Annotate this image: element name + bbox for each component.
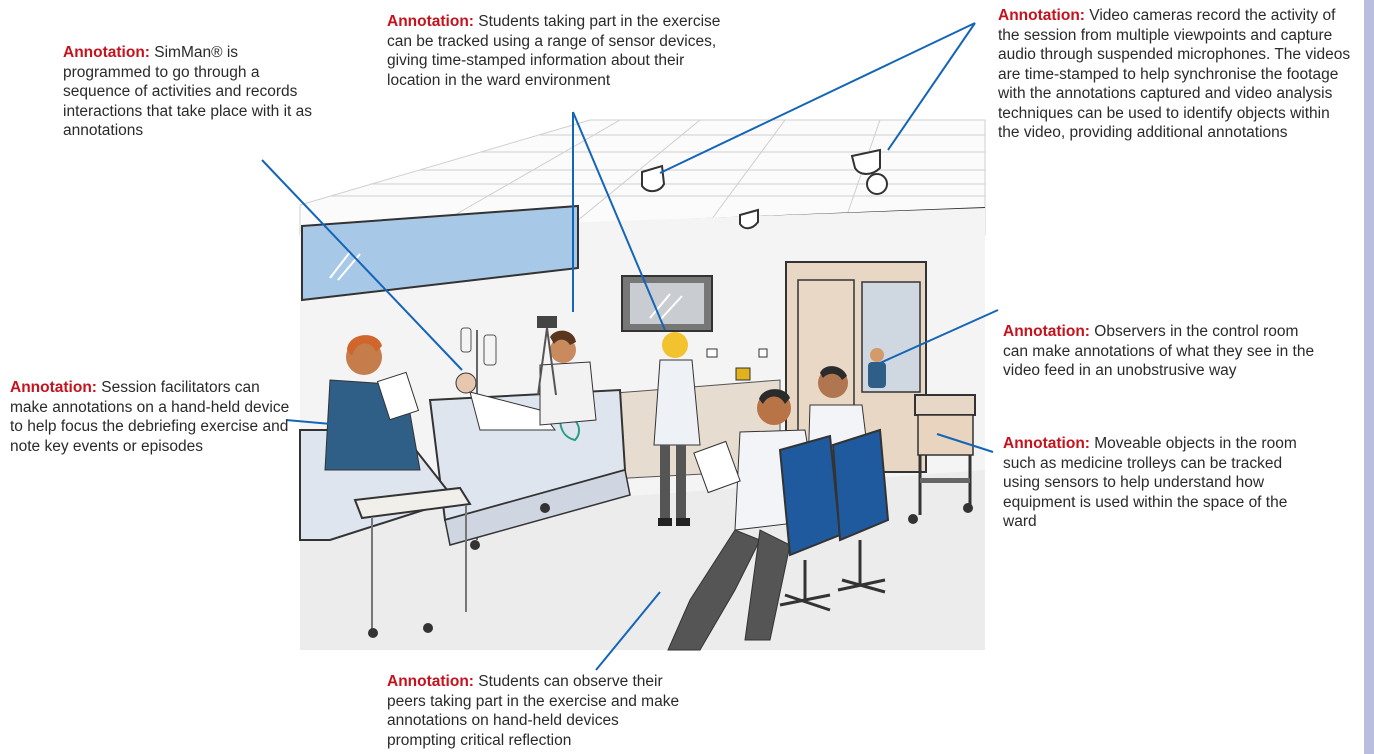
wall-socket <box>706 348 718 358</box>
annotation-label: Annotation: <box>1003 435 1090 452</box>
ceiling-camera-3 <box>850 148 888 195</box>
leader-observers <box>879 309 999 364</box>
annotation-observers: Annotation: Observers in the control roo… <box>1003 322 1323 381</box>
annotation-students: Annotation: Students can observe their p… <box>387 672 692 750</box>
leader-sensors-2 <box>572 111 666 331</box>
blue-chairs <box>778 428 890 612</box>
annotation-label: Annotation: <box>63 44 150 61</box>
tripod-camera <box>537 316 557 396</box>
observer-head <box>870 348 884 362</box>
wall-switch <box>758 348 768 358</box>
annotation-sensors: Annotation: Students taking part in the … <box>387 12 739 90</box>
session-facilitator <box>324 335 421 471</box>
ceiling-camera-2 <box>739 208 759 230</box>
annotation-label: Annotation: <box>387 673 474 690</box>
medicine-trolley <box>908 394 976 524</box>
annotation-facilitators: Annotation: Session facilitators can mak… <box>10 378 295 456</box>
annotation-moveable-objects: Annotation: Moveable objects in the room… <box>1003 434 1308 532</box>
annotation-text: Session facilitators can make annotation… <box>10 379 290 455</box>
leader-simman <box>261 159 463 371</box>
page-side-rail <box>1364 0 1374 754</box>
leader-cameras-2 <box>887 22 976 151</box>
annotation-label: Annotation: <box>998 7 1085 24</box>
annotation-text: Students can observe their peers taking … <box>387 673 680 749</box>
ceiling-camera-1 <box>641 164 666 192</box>
student-nurse-standing <box>653 332 701 526</box>
leader-students <box>595 591 661 671</box>
annotation-cameras: Annotation: Video cameras record the act… <box>998 6 1353 143</box>
annotation-text: Video cameras record the activity of the… <box>998 7 1351 141</box>
annotation-label: Annotation: <box>387 13 474 30</box>
annotation-label: Annotation: <box>1003 323 1090 340</box>
annotation-text: Observers in the control room can make a… <box>1003 323 1315 379</box>
annotation-text: Students taking part in the exercise can… <box>387 13 721 89</box>
leader-facilitators <box>285 419 332 425</box>
observer-body <box>868 362 886 388</box>
annotation-text: SimMan® is programmed to go through a se… <box>63 44 312 139</box>
annotation-text: Moveable objects in the room such as med… <box>1003 435 1297 530</box>
overbed-table <box>353 486 472 638</box>
annotation-simman: Annotation: SimMan® is programmed to go … <box>63 43 313 141</box>
wall-screen-glass <box>630 283 704 324</box>
simman-head <box>455 372 477 394</box>
yellow-bin <box>735 367 751 381</box>
leader-moveable <box>936 433 994 453</box>
leader-lines <box>261 22 999 671</box>
window <box>301 204 579 302</box>
screen-glint <box>649 293 683 321</box>
annotation-label: Annotation: <box>10 379 97 396</box>
leader-cameras-1 <box>659 22 976 174</box>
